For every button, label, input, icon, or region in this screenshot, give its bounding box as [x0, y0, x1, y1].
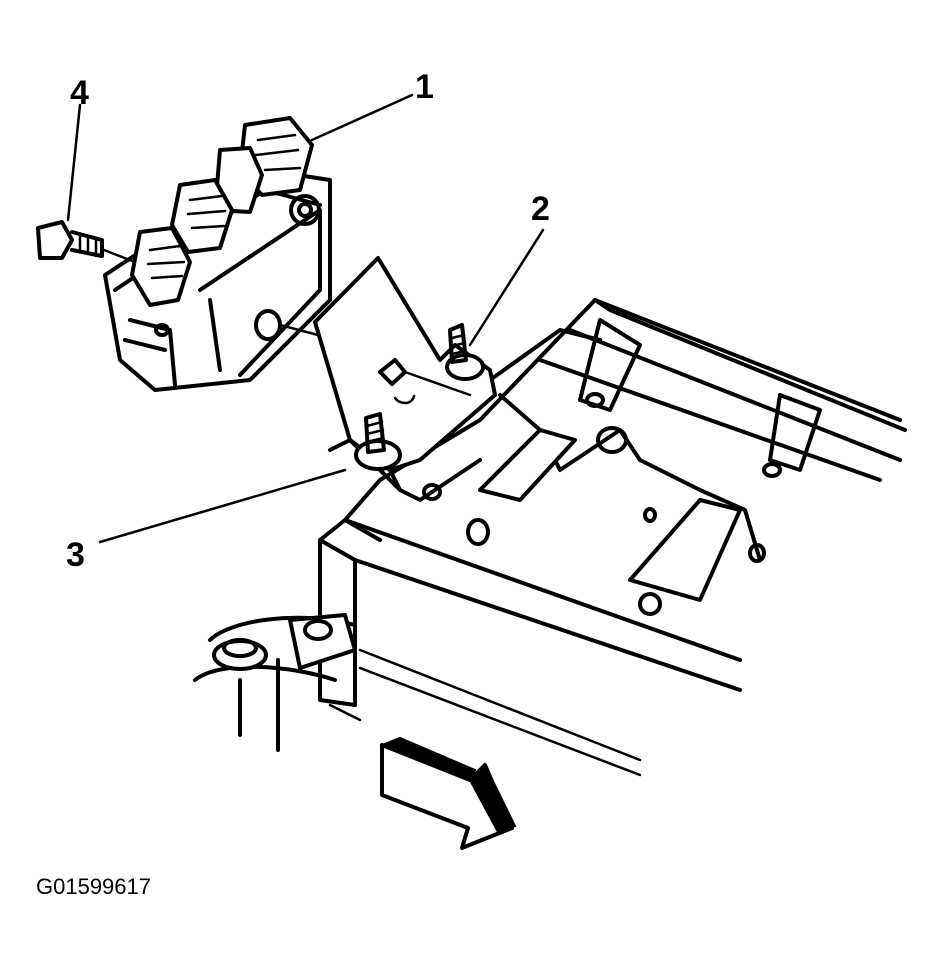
callout-leaders: [66, 93, 545, 544]
stud-nut-lower: [354, 412, 402, 471]
engine-block: [193, 518, 742, 777]
front-direction-arrow-icon: [379, 736, 517, 850]
intake-manifold: [343, 298, 907, 616]
callout-4: 4: [70, 74, 89, 112]
ignition-coil-module: [103, 116, 332, 392]
figure-id: G01599617: [36, 874, 151, 899]
callout-1: 1: [415, 68, 434, 106]
callout-2: 2: [531, 190, 550, 228]
stud-nut-upper: [445, 323, 485, 381]
callout-3: 3: [66, 536, 85, 574]
coil-bolt: [36, 220, 137, 264]
